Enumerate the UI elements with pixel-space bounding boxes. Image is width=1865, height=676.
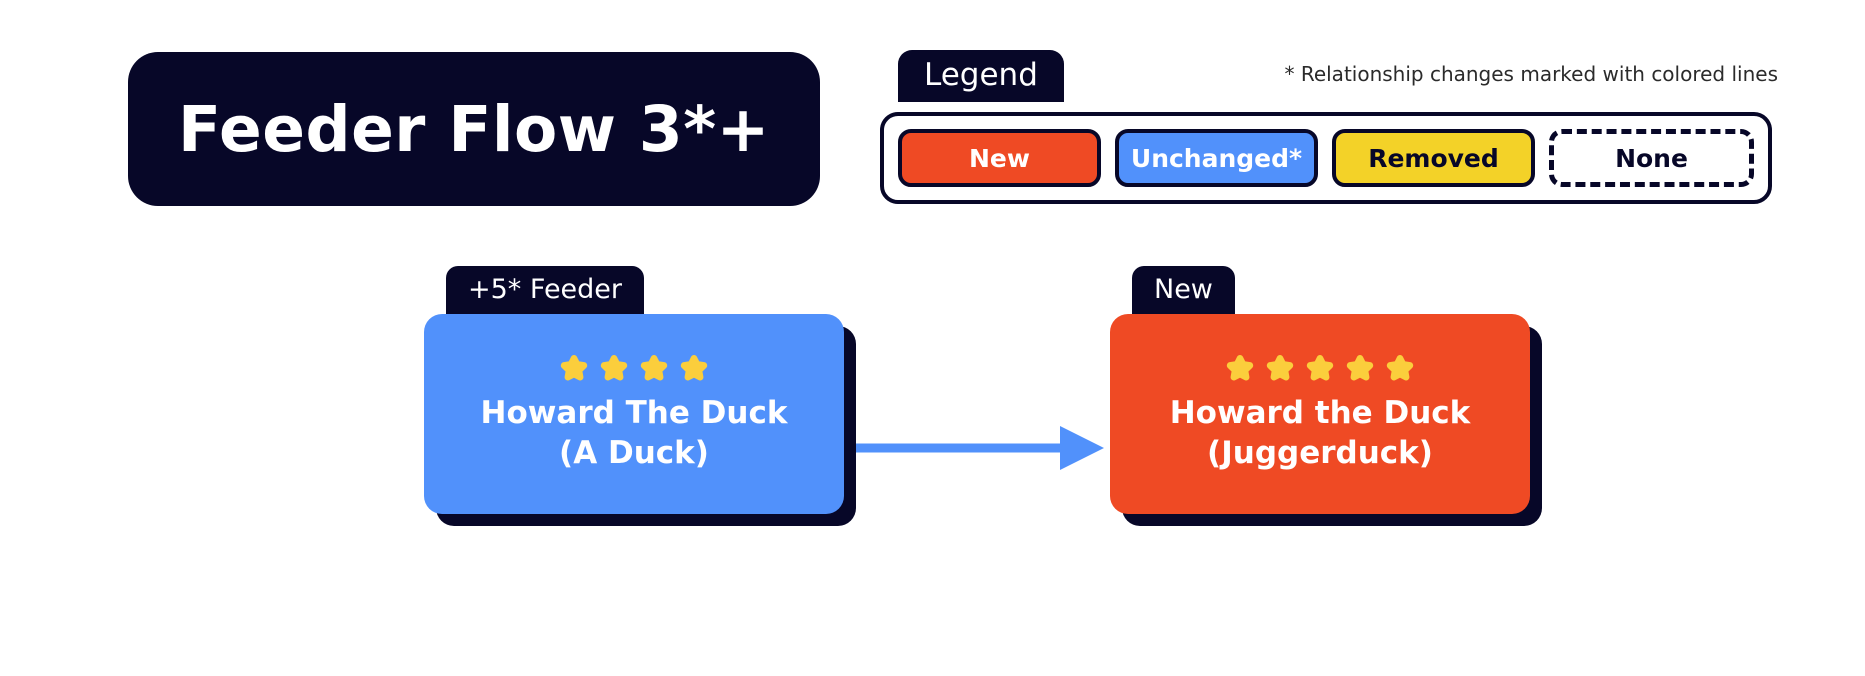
node-title: Howard the Duck xyxy=(1169,395,1471,432)
node-subtitle: (Juggerduck) xyxy=(1207,435,1433,471)
rating-stars xyxy=(1225,354,1415,384)
legend-container: New Unchanged* Removed None xyxy=(880,112,1772,204)
page-title-card: Feeder Flow 3*+ xyxy=(128,52,820,206)
node-body[interactable]: Howard the Duck (Juggerduck) xyxy=(1110,314,1530,514)
star-icon xyxy=(1226,355,1254,381)
legend-chip-label: None xyxy=(1615,143,1688,173)
legend-chip-label: Removed xyxy=(1368,143,1499,173)
star-icon xyxy=(1266,355,1294,381)
page-title: Feeder Flow 3*+ xyxy=(178,92,770,166)
star-icon xyxy=(1346,355,1374,381)
legend: Legend * Relationship changes marked wit… xyxy=(880,50,1780,210)
node-subtitle: (A Duck) xyxy=(559,435,709,471)
node-tab-label: New xyxy=(1132,266,1235,317)
legend-chip-new[interactable]: New xyxy=(898,129,1101,187)
edge-arrow-icon xyxy=(838,426,1104,470)
star-icon xyxy=(560,355,588,381)
legend-chip-unchanged[interactable]: Unchanged* xyxy=(1115,129,1318,187)
star-icon xyxy=(680,355,708,381)
rating-stars xyxy=(559,354,709,384)
node-title: Howard The Duck xyxy=(480,395,788,432)
star-icon xyxy=(600,355,628,381)
legend-footnote: * Relationship changes marked with color… xyxy=(1284,62,1778,86)
node-body[interactable]: Howard The Duck (A Duck) xyxy=(424,314,844,514)
legend-chip-removed[interactable]: Removed xyxy=(1332,129,1535,187)
legend-chip-label: Unchanged* xyxy=(1130,143,1303,173)
node-tab-label: +5* Feeder xyxy=(446,266,645,317)
legend-chip-label: New xyxy=(969,143,1030,173)
star-icon xyxy=(640,355,668,381)
legend-chip-none[interactable]: None xyxy=(1549,129,1754,187)
star-icon xyxy=(1306,355,1334,381)
legend-tab-label: Legend xyxy=(898,50,1064,102)
star-icon xyxy=(1386,355,1414,381)
